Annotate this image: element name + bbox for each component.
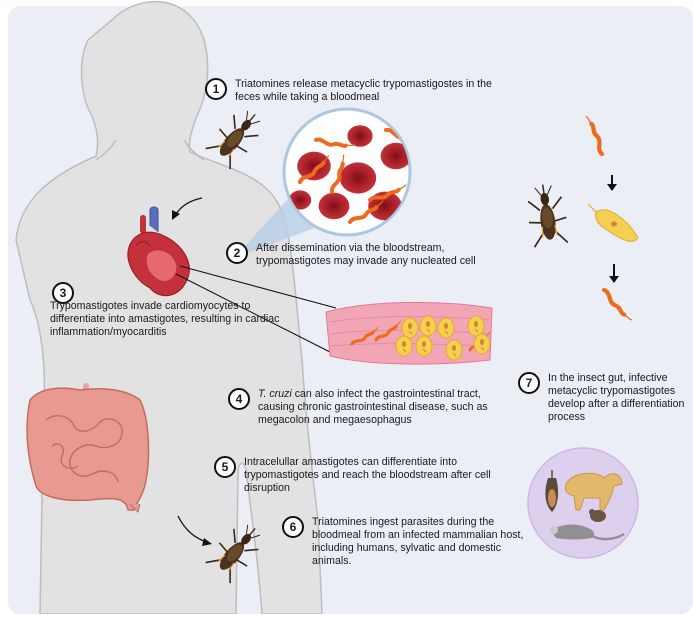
step-number: 6 [282, 516, 304, 538]
step-2: 2 After dissemination via the bloodstrea… [226, 242, 516, 268]
step-number: 5 [214, 456, 236, 478]
step-text: Trypomastigotes invade cardiomyocytes to… [50, 300, 298, 339]
step-text: In the insect gut, infective metacyclic … [548, 372, 692, 424]
step-text: T. cruzi can also infect the gastrointes… [258, 388, 516, 427]
step-text: Triatomines ingest parasites during the … [312, 516, 538, 568]
step-6: 6 Triatomines ingest parasites during th… [282, 516, 538, 568]
step-5: 5 Intracelullar amastigotes can differen… [214, 456, 504, 495]
step-text: After dissemination via the bloodstream,… [256, 242, 516, 268]
mammalian-hosts-circle [528, 448, 638, 558]
step-number: 7 [518, 372, 540, 394]
step-number: 1 [205, 78, 227, 100]
step-4: 4 T. cruzi can also infect the gastroint… [228, 388, 516, 427]
step-number: 4 [228, 388, 250, 410]
step-3: Trypomastigotes invade cardiomyocytes to… [50, 300, 298, 339]
step-text: Triatomines release metacyclic trypomast… [235, 78, 505, 104]
step-1: 1 Triatomines release metacyclic trypoma… [205, 78, 505, 104]
step-text-rest: can also infect the gastrointestinal tra… [258, 388, 488, 426]
step-number: 2 [226, 242, 248, 264]
step-text-italic: T. cruzi [258, 388, 292, 400]
intestine-icon [27, 386, 148, 512]
step-text: Intracelullar amastigotes can differenti… [244, 456, 504, 495]
step-7: 7 In the insect gut, infective metacycli… [518, 372, 692, 424]
muscle-fiber-icon [326, 302, 493, 364]
